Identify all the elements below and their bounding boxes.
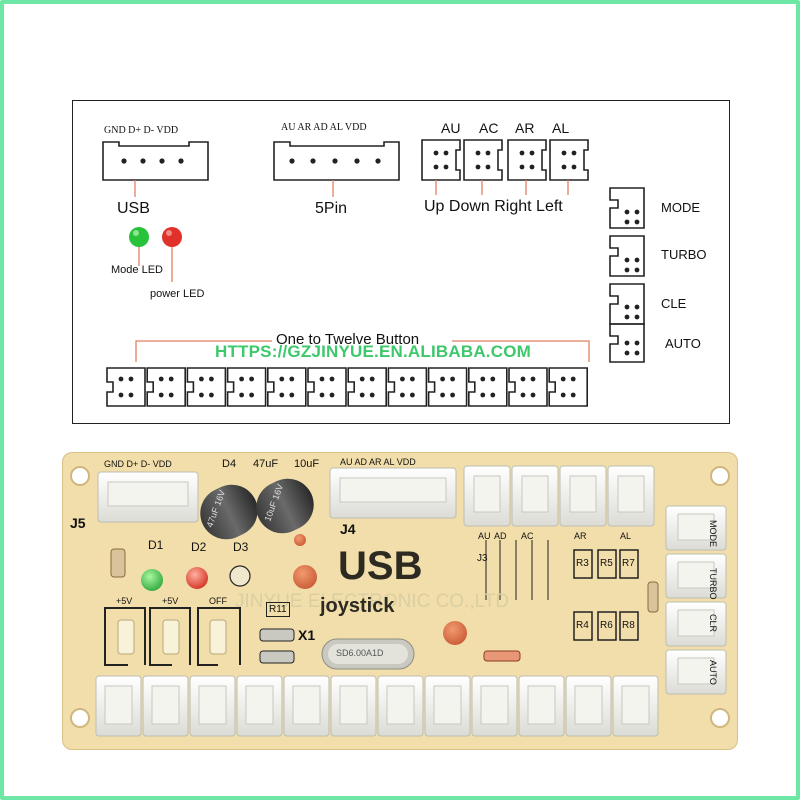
schematic-diagram	[72, 100, 730, 424]
side-label-cle: CLE	[661, 296, 687, 311]
mount-hole	[710, 708, 730, 728]
dir-code-au: AU	[441, 120, 461, 136]
mount-hole	[70, 466, 90, 486]
fivepin-pins-label: AU AR AD AL VDD	[281, 122, 367, 133]
pcb-side-clr: CLR	[708, 614, 718, 633]
mount-hole	[710, 466, 730, 486]
side-label-mode: MODE	[661, 200, 700, 215]
pcb-d2-label: D2	[191, 540, 207, 554]
pcb-usb-pins: GND D+ D- VDD	[104, 459, 172, 469]
pcb-mid-al: AL	[620, 531, 632, 541]
pcb-r8: R8	[622, 620, 635, 631]
pcb-j3-label: J3	[477, 553, 488, 564]
side-label-auto: AUTO	[665, 336, 701, 351]
side-label-turbo: TURBO	[661, 247, 707, 262]
pcb-off-label: OFF	[209, 596, 227, 606]
pcb-r3: R3	[576, 558, 589, 569]
buttons-label: One to Twelve Button	[276, 331, 420, 348]
pcb-cap2-label: 10uF	[294, 458, 320, 470]
pcb-r5: R5	[600, 558, 613, 569]
mode-led-label: Mode LED	[111, 264, 163, 276]
pcb-top-pins: AU AD AR AL VDD	[340, 457, 416, 467]
pcb-r11-label: R11	[266, 602, 290, 617]
usb-pins-label: GND D+ D- VDD	[104, 125, 179, 136]
usb-label: USB	[117, 200, 150, 217]
pcb-cap1-label: 47uF	[253, 458, 279, 470]
pcb-mid-ac: AC	[521, 531, 534, 541]
pcb-company-text: JINYUE ELECTRONIC CO.,LTD	[235, 591, 510, 612]
pcb-side-mode: MODE	[708, 520, 718, 547]
pcb-plus5v-a: +5V	[116, 596, 133, 606]
direction-labels: Up Down Right Left	[424, 198, 563, 215]
pcb-j5-label: J5	[70, 515, 86, 531]
pcb-crystal-label: SD6.00A1D	[336, 648, 384, 658]
fivepin-label: 5Pin	[315, 200, 348, 217]
watermark-url: HTTPS://GZJINYUE.EN.ALIBABA.COM	[215, 342, 531, 361]
dir-code-ac: AC	[479, 120, 499, 136]
dir-code-ar: AR	[515, 120, 535, 136]
pcb-side-auto: AUTO	[708, 660, 718, 685]
pcb-j4-label: J4	[340, 521, 356, 537]
power-led-label: power LED	[150, 288, 205, 300]
pcb-r4: R4	[576, 620, 589, 631]
pcb-joystick-title: joystick	[320, 595, 395, 617]
pcb-d4-label: D4	[222, 458, 237, 470]
pcb-usb-title: USB	[338, 544, 423, 588]
dir-code-al: AL	[552, 120, 570, 136]
mount-hole	[70, 708, 90, 728]
pcb-plus5v-b: +5V	[162, 596, 179, 606]
pcb-x1-label: X1	[298, 627, 316, 643]
pcb-r7: R7	[622, 558, 635, 569]
pcb-mid-ad: AD	[494, 531, 507, 541]
pcb-side-turbo: TURBO	[708, 568, 718, 600]
pcb-d3-label: D3	[233, 540, 249, 554]
pcb-mid-ar: AR	[574, 531, 587, 541]
pcb-r6: R6	[600, 620, 613, 631]
pcb-mid-au: AU	[478, 531, 491, 541]
pcb-d1-label: D1	[148, 538, 164, 552]
